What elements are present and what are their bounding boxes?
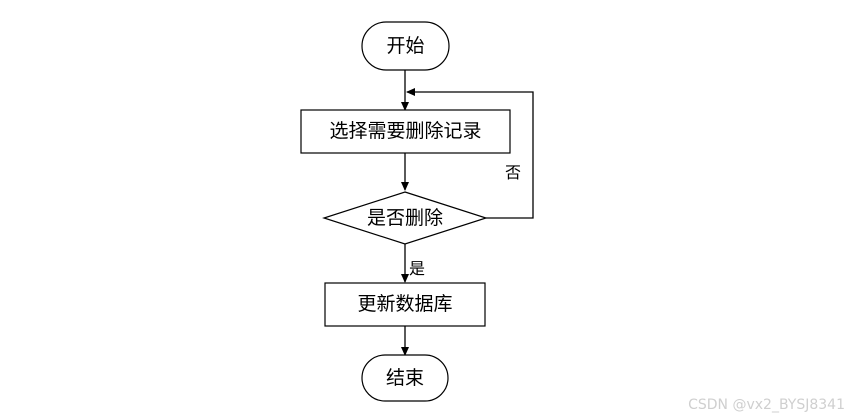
delete-decision-node: 是否删除 [322, 191, 488, 245]
update-database-node: 更新数据库 [324, 282, 486, 327]
edges [401, 70, 534, 356]
update-database-label: 更新数据库 [357, 293, 452, 315]
start-node-label: 开始 [386, 35, 424, 57]
edge-decision-no-loop [406, 88, 534, 219]
end-node: 结束 [361, 354, 449, 402]
start-node: 开始 [361, 21, 450, 71]
edge-label-no: 否 [505, 163, 521, 182]
select-record-node: 选择需要删除记录 [300, 109, 511, 154]
delete-decision-label: 是否删除 [367, 207, 443, 229]
select-record-label: 选择需要删除记录 [329, 120, 481, 142]
end-node-label: 结束 [386, 367, 424, 389]
watermark-text: CSDN @vx2_BYSJ8341 [688, 397, 845, 413]
edge-label-yes: 是 [409, 259, 425, 278]
